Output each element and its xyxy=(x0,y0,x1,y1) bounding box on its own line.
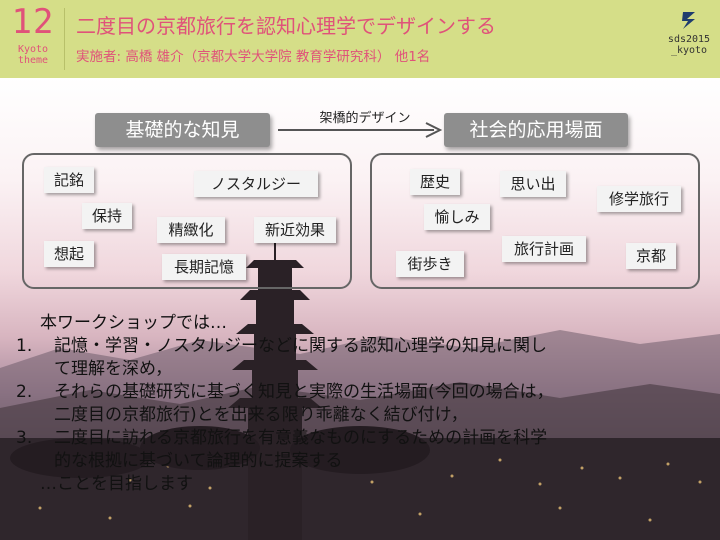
slide-subtitle: 実施者: 高橋 雄介（京都大学大学院 教育学研究科） 他1名 xyxy=(76,49,431,65)
goal-list: 1. 記憶・学習・ノスタルジーなどに関する認知心理学の知見に関し て理解を深め，… xyxy=(16,335,712,473)
theme-number: 12 xyxy=(11,2,55,42)
sds-logo: sds2015 _kyoto xyxy=(664,8,714,70)
slide-header: 12 Kyoto theme 二度目の京都旅行を認知心理学でデザインする 実施者… xyxy=(0,0,720,78)
right-arrow-icon xyxy=(278,122,443,138)
tag-kyoto: 京都 xyxy=(626,243,676,269)
basic-findings-heading: 基礎的な知見 xyxy=(95,113,270,147)
application-panel xyxy=(370,153,700,289)
tag-travel-plan: 旅行計画 xyxy=(502,236,586,262)
basic-findings-panel xyxy=(22,153,352,289)
tag-memorization: 記銘 xyxy=(44,167,94,193)
goal-item: 3. 二度目に訪れる京都旅行を有意義なものにするための計画を科学 的な根拠に基づ… xyxy=(16,428,548,471)
sds-logo-text: sds2015 _kyoto xyxy=(667,34,711,56)
tag-long-term-memory: 長期記憶 xyxy=(162,254,246,280)
theme-label: Kyoto theme xyxy=(17,44,49,66)
kyoto-skyline-image xyxy=(0,226,720,540)
bridging-design-label: 架橋的デザイン xyxy=(319,111,411,126)
tag-enjoyment: 愉しみ xyxy=(424,204,490,230)
slide-title: 二度目の京都旅行を認知心理学でデザインする xyxy=(76,14,496,38)
workshop-description: 本ワークショップでは… 1. 記憶・学習・ノスタルジーなどに関する認知心理学の知… xyxy=(16,312,712,496)
social-application-heading: 社会的応用場面 xyxy=(444,113,628,147)
lead-text: 本ワークショップでは… xyxy=(40,313,227,333)
sds-logo-icon xyxy=(682,12,695,29)
tag-history: 歴史 xyxy=(410,169,460,195)
tag-school-trip: 修学旅行 xyxy=(597,186,681,212)
tag-retention: 保持 xyxy=(82,203,132,229)
tag-memories: 思い出 xyxy=(500,171,566,197)
closing-text: …ことを目指します xyxy=(40,474,193,494)
tag-recall: 想起 xyxy=(44,241,94,267)
tag-recency-effect: 新近効果 xyxy=(254,217,336,243)
tag-nostalgia: ノスタルジー xyxy=(194,171,318,197)
header-divider xyxy=(64,8,65,70)
tag-elaboration: 精緻化 xyxy=(157,217,225,243)
goal-item: 1. 記憶・学習・ノスタルジーなどに関する認知心理学の知見に関し て理解を深め， xyxy=(16,336,547,379)
tag-town-walk: 街歩き xyxy=(396,251,464,277)
goal-item: 2. それらの基礎研究に基づく知見と実際の生活場面(今回の場合は， 二度目の京都… xyxy=(16,382,554,425)
